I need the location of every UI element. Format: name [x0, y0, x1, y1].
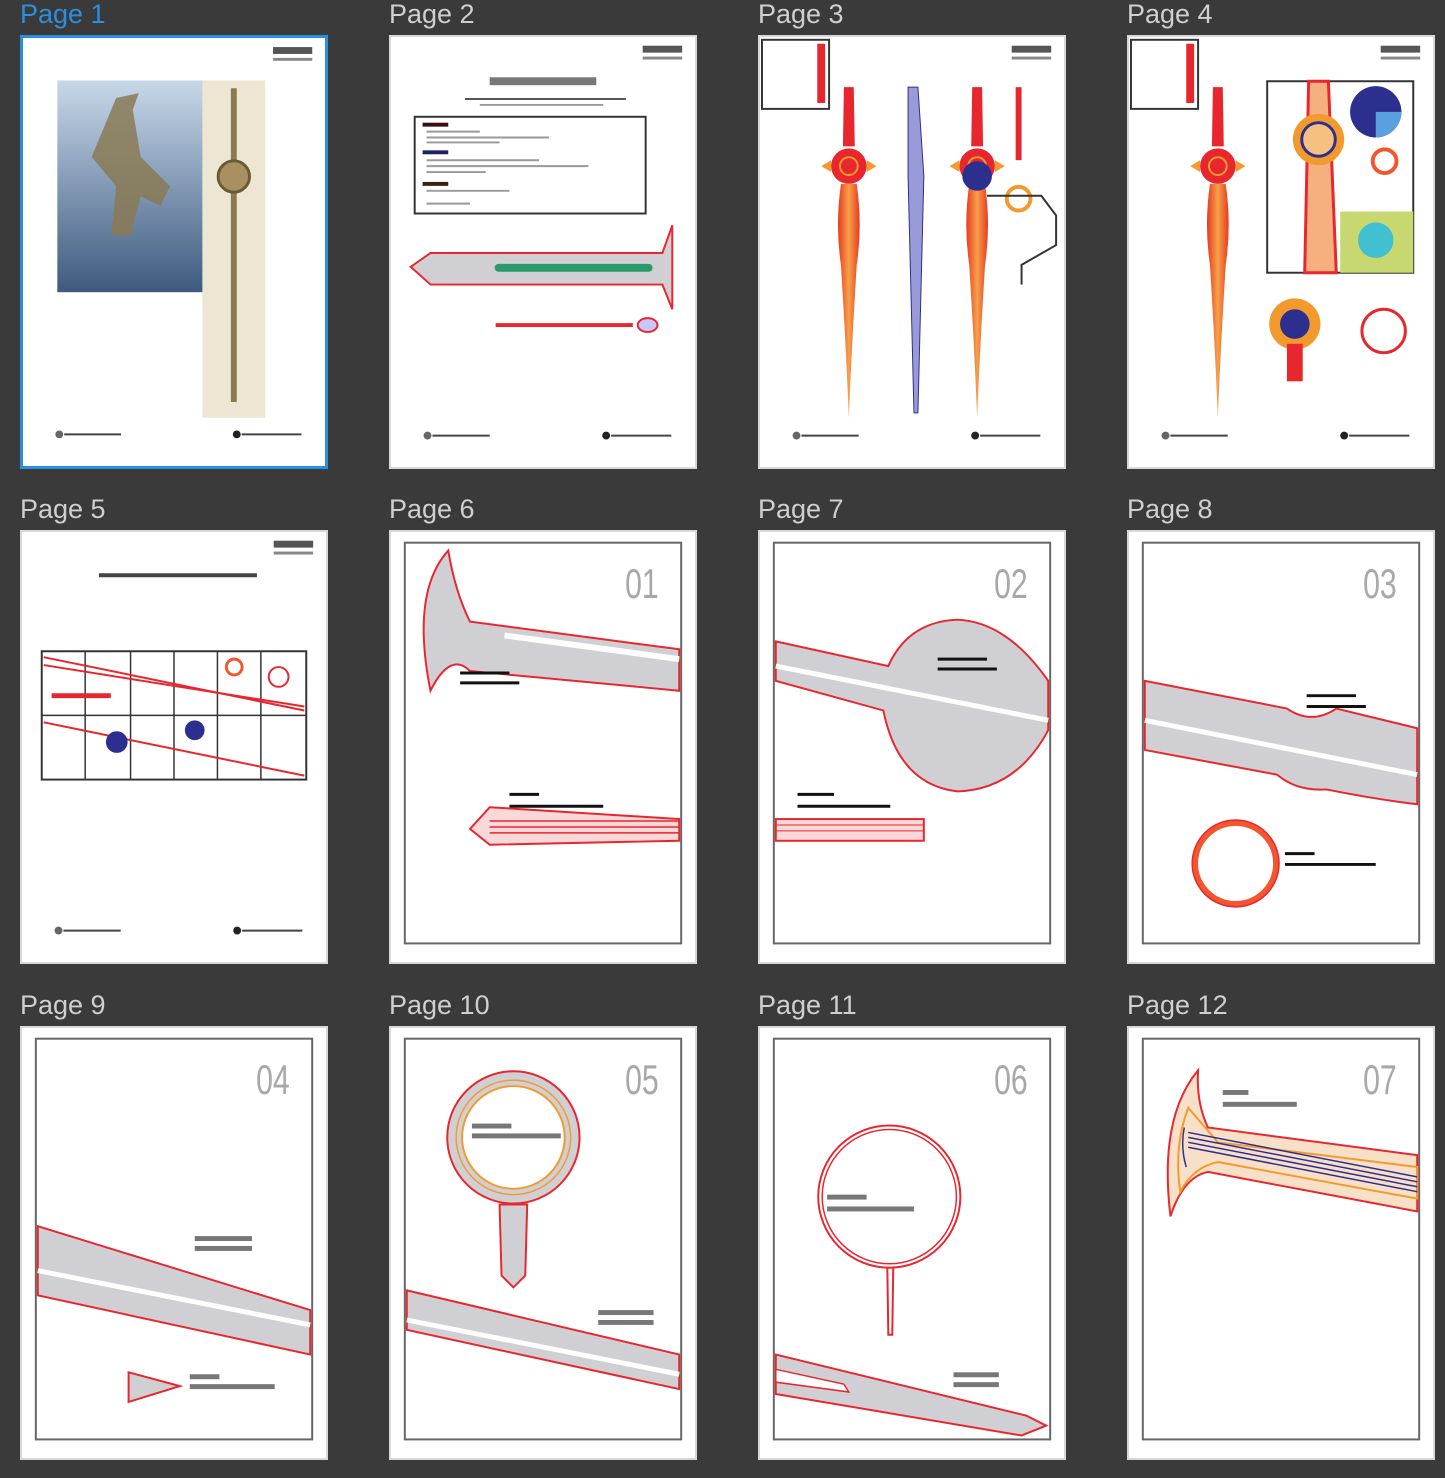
template-number: 01 [625, 560, 659, 607]
template-ring-outline-preview [772, 1037, 1052, 1441]
page-label: Page 3 [758, 0, 844, 29]
template-number: 03 [1363, 560, 1397, 607]
template-ring-preview [403, 1037, 683, 1441]
page-preview[interactable] [389, 35, 697, 469]
sword-photo-preview [54, 47, 313, 440]
page-label: Page 7 [758, 494, 844, 524]
page-preview[interactable]: 01 [389, 530, 697, 964]
page-preview[interactable] [20, 35, 328, 469]
page-label: Page 4 [1127, 0, 1213, 29]
page-preview[interactable]: 07 [1127, 1026, 1435, 1460]
template-number: 06 [994, 1056, 1028, 1103]
blade-diagram-preview [409, 45, 683, 441]
page-preview[interactable] [758, 35, 1066, 469]
page-preview[interactable]: 06 [758, 1026, 1066, 1460]
page-label: Page 9 [20, 990, 106, 1020]
template-number: 04 [256, 1056, 290, 1103]
page-label: Page 8 [1127, 494, 1213, 524]
page-label: Page 6 [389, 494, 475, 524]
template-guard-preview [772, 541, 1052, 945]
page-preview[interactable]: 04 [20, 1026, 328, 1460]
page-preview[interactable] [20, 530, 328, 964]
template-number: 07 [1363, 1056, 1397, 1103]
template-number: 02 [994, 560, 1028, 607]
template-blade-ring-preview [1141, 541, 1421, 945]
page-label: Page 12 [1127, 990, 1228, 1020]
template-blade-tip-preview [34, 1037, 314, 1441]
page-label: Page 11 [758, 990, 857, 1020]
page-label: Page 2 [389, 0, 475, 29]
template-pommel-layers-preview [1141, 1037, 1421, 1441]
layout-grid-preview [40, 540, 314, 936]
page-label: Page 5 [20, 494, 106, 524]
page-preview[interactable]: 02 [758, 530, 1066, 964]
page-label: Page 1 [20, 0, 106, 29]
page-preview[interactable] [1127, 35, 1435, 469]
template-number: 05 [625, 1056, 659, 1103]
page-label: Page 10 [389, 990, 490, 1020]
page-preview[interactable]: 03 [1127, 530, 1435, 964]
sword-parts-preview [760, 38, 1058, 441]
template-pommel-preview [403, 541, 683, 945]
sword-detail-preview [1129, 38, 1421, 441]
page-preview[interactable]: 05 [389, 1026, 697, 1460]
